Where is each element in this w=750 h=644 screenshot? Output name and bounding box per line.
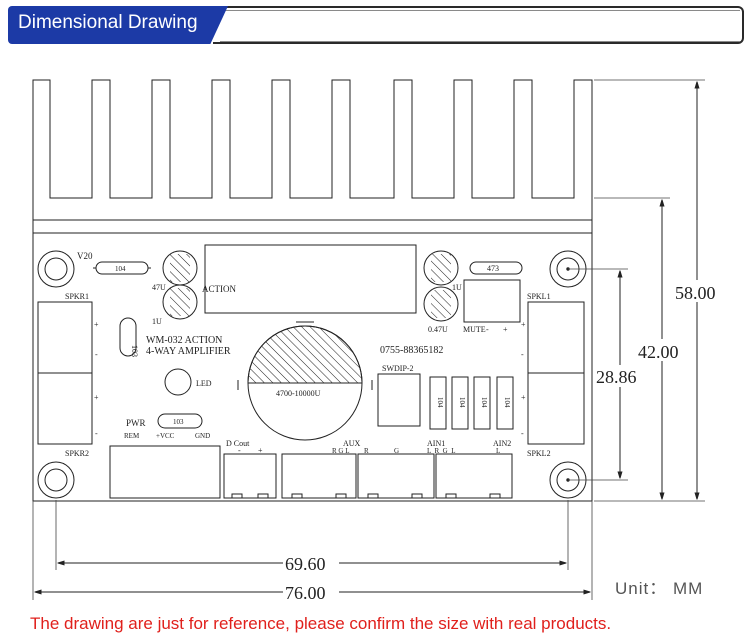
label-spkr2: SPKR2: [65, 449, 89, 458]
extension-lines: [32, 79, 705, 600]
label-dcout: D Cout: [226, 439, 250, 448]
label-spkl-plus2: +: [521, 393, 526, 402]
main-capacitor: [237, 321, 373, 441]
label-pwr: PWR: [126, 418, 146, 428]
label-spkl1: SPKL1: [527, 292, 551, 301]
label-cap-big: 4700-10000U: [276, 389, 321, 398]
label-ain2-l: L: [496, 447, 500, 455]
power-terminal: [109, 445, 221, 499]
ain1-connector: [357, 453, 435, 499]
label-chip-2: 104: [458, 397, 466, 408]
capacitor-103-bottom: [157, 413, 203, 429]
dim-label-2886: 28.86: [596, 367, 637, 387]
label-action: ACTION: [202, 284, 236, 294]
label-103-left: 103: [130, 345, 139, 357]
label-mute-plus: +: [503, 325, 508, 334]
label-spkr-minus1: -: [95, 350, 98, 359]
label-spkr-plus2: +: [94, 393, 99, 402]
label-47u: 47U: [152, 283, 166, 292]
label-dcout-plus: +: [258, 446, 263, 455]
mounting-hole-bottom-left: [37, 461, 75, 499]
led-indicator: [164, 368, 192, 396]
resistor-chip-array: [429, 376, 514, 430]
header-inner-line: [220, 10, 740, 42]
dim-label-42: 42.00: [638, 342, 679, 362]
label-chip-4: 104: [503, 397, 511, 408]
label-vcc: +VCC: [156, 432, 175, 440]
label-led: LED: [196, 379, 212, 388]
label-ain1: AIN1: [427, 439, 445, 448]
label-spkl-minus1: -: [521, 350, 524, 359]
label-chip-1: 104: [436, 397, 444, 408]
resistor-473: [469, 261, 523, 275]
capacitor-1u-right: [423, 250, 459, 286]
capacitor-047u: [423, 286, 459, 322]
label-aux-rgl: R G L: [332, 447, 350, 455]
capacitor-47u: [162, 250, 198, 286]
heatsink: [32, 79, 593, 221]
label-r473: 473: [487, 264, 499, 273]
label-mute-minus: -: [486, 325, 489, 334]
label-chip-3: 104: [480, 397, 488, 408]
label-103-bottom: 103: [173, 418, 184, 426]
dim-label-7600: 76.00: [285, 583, 326, 603]
label-1u-left: 1U: [152, 317, 162, 326]
label-spkr-plus1: +: [94, 320, 99, 329]
label-subtitle: 4-WAY AMPLIFIER: [146, 346, 231, 357]
unit-label: Unit： MM: [615, 579, 704, 598]
speaker-left-terminal: [527, 301, 585, 445]
dim-label-6960: 69.60: [285, 554, 326, 574]
label-spkr-minus2: -: [95, 429, 98, 438]
header-banner: Dimensional Drawing: [8, 6, 744, 46]
label-spkl-plus1: +: [521, 320, 526, 329]
label-spkl-minus2: -: [521, 429, 524, 438]
dim-label-58: 58.00: [675, 283, 716, 303]
label-aux-g: G: [394, 447, 399, 455]
label-swdip: SWDIP-2: [382, 364, 414, 373]
label-phone: 0755-88365182: [380, 345, 443, 356]
label-spkr1: SPKR1: [65, 292, 89, 301]
label-rem: REM: [124, 432, 140, 440]
label-r104: 104: [115, 265, 126, 273]
label-047u: 0.47U: [428, 325, 448, 334]
label-mute: MUTE: [463, 325, 486, 334]
label-ain2: AIN2: [493, 439, 511, 448]
label-ain-lrgl: L R G L: [427, 447, 456, 455]
capacitor-1u-left: [162, 284, 198, 320]
capacitor-103-left: [119, 317, 137, 357]
ain2-connector: [435, 453, 513, 499]
label-gnd: GND: [195, 432, 210, 440]
mute-switch: [463, 279, 521, 323]
speaker-right-terminal: [37, 301, 93, 445]
dc-out-connector: [223, 453, 277, 499]
ic-chip: [204, 244, 417, 314]
aux-connector: [281, 453, 357, 499]
header-tab: [8, 6, 228, 44]
footer-note: The drawing are just for reference, plea…: [30, 614, 612, 633]
page-title: Dimensional Drawing: [18, 12, 198, 33]
mounting-hole-top-left: [37, 250, 75, 288]
pcb-outline: [32, 232, 593, 502]
header-frame: [213, 6, 744, 44]
resistor-104: [93, 261, 151, 275]
label-1u-right: 1U: [452, 283, 462, 292]
label-model: WM-032 ACTION: [146, 335, 222, 346]
label-dcout-minus: -: [238, 446, 241, 455]
label-v20: V20: [77, 251, 93, 261]
dip-switch: [377, 373, 421, 427]
label-aux: AUX: [343, 439, 361, 448]
label-aux-r: R: [364, 447, 369, 455]
label-spkl2: SPKL2: [527, 449, 551, 458]
